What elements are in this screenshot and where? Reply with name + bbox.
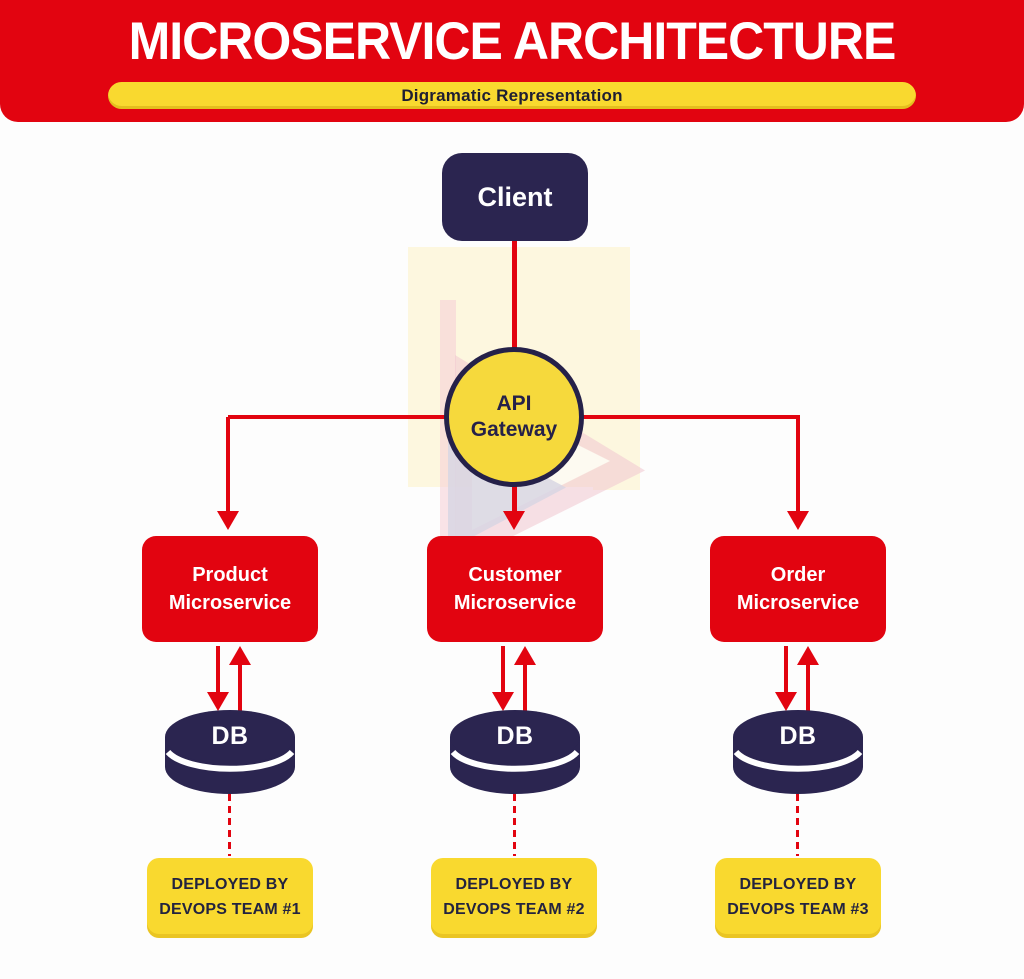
arrowhead-down-icon (492, 692, 514, 711)
db-cylinder: DB (733, 710, 863, 794)
deploy-note-2: DEPLOYED BY DEVOPS TEAM #2 (431, 858, 597, 938)
db-label: DB (496, 721, 534, 750)
arrowhead-to-customer (503, 511, 525, 530)
deploy-note-3: DEPLOYED BY DEVOPS TEAM #3 (715, 858, 881, 938)
db-label: DB (779, 721, 817, 750)
connector-db-service (238, 663, 242, 712)
db-cylinder-shape (733, 710, 863, 794)
header-banner: MICROSERVICE ARCHITECTURE Digramatic Rep… (0, 0, 1024, 122)
deploy-note-1: DEPLOYED BY DEVOPS TEAM #1 (147, 858, 313, 938)
page-title: MICROSERVICE ARCHITECTURE (128, 11, 897, 71)
dashed-connector-db-deploy (228, 794, 231, 856)
dashed-connector-db-deploy (796, 794, 799, 856)
connector-gateway-middle (512, 485, 517, 513)
arrowhead-up-icon (797, 646, 819, 665)
db-cylinder-shape (450, 710, 580, 794)
arrowhead-down-icon (207, 692, 229, 711)
connector-gateway-right (582, 415, 800, 419)
arrowhead-down-icon (775, 692, 797, 711)
db-cylinder: DB (165, 710, 295, 794)
connector-gateway-right (796, 417, 800, 513)
arrowhead-to-order (787, 511, 809, 530)
connector-client-gateway (512, 240, 517, 350)
connector-db-service (806, 663, 810, 712)
connector-service-db (501, 646, 505, 694)
service-node-customer: Customer Microservice (427, 536, 603, 642)
arrowhead-up-icon (514, 646, 536, 665)
subtitle-text: Digramatic Representation (401, 85, 623, 105)
connector-gateway-left (226, 417, 230, 513)
connector-service-db (784, 646, 788, 694)
connector-gateway-left (228, 415, 446, 419)
arrowhead-up-icon (229, 646, 251, 665)
db-cylinder-shape (165, 710, 295, 794)
connector-db-service (523, 663, 527, 712)
service-node-order: Order Microservice (710, 536, 886, 642)
arrowhead-to-product (217, 511, 239, 530)
client-node: Client (442, 153, 588, 241)
db-cylinder: DB (450, 710, 580, 794)
db-label: DB (211, 721, 249, 750)
watermark-cream-block (593, 330, 640, 490)
service-node-product: Product Microservice (142, 536, 318, 642)
dashed-connector-db-deploy (513, 794, 516, 856)
connector-service-db (216, 646, 220, 694)
subtitle-pill: Digramatic Representation (108, 82, 916, 109)
api-gateway-node: API Gateway (444, 347, 584, 487)
